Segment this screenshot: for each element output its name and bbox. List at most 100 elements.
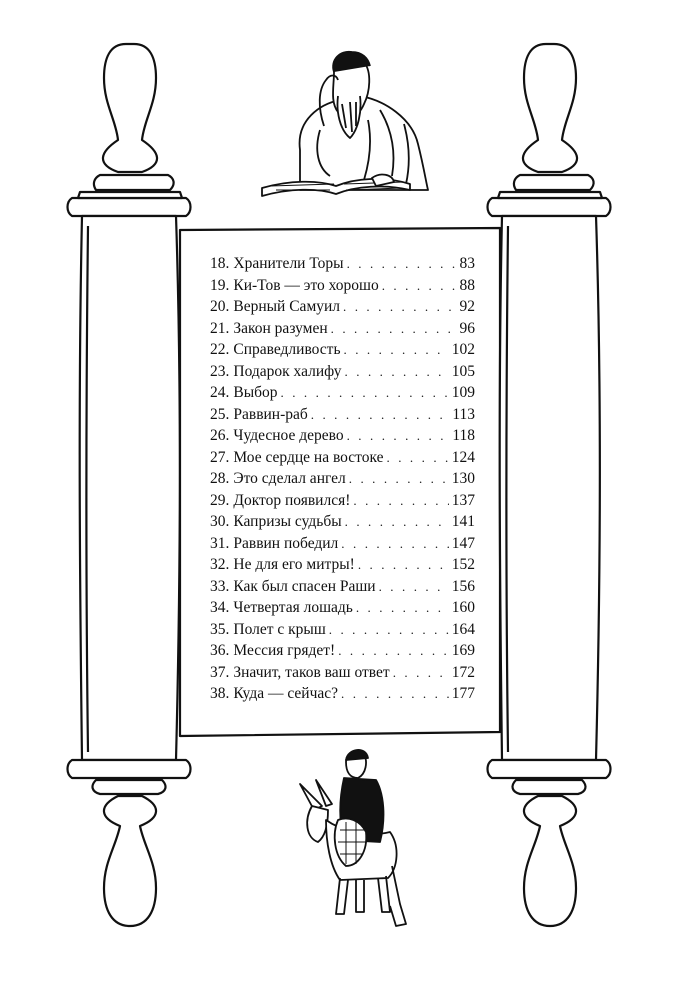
toc-entry-page: 96 (459, 319, 476, 337)
toc-entry-title: Не для его митры! (233, 556, 355, 573)
toc-entry: 36.Мессия грядет!169 (210, 642, 475, 664)
toc-entry-title: Чудесное дерево (233, 427, 344, 444)
toc-entry-page: 156 (451, 577, 475, 595)
toc-entry-number: 22. (210, 341, 230, 358)
toc-entry-page: 102 (451, 341, 475, 358)
toc-entry-page: 105 (451, 362, 475, 380)
toc-entry-title: Закон разумен (233, 319, 328, 337)
toc-entry: 19.Ки-Тов — это хорошо88 (210, 277, 475, 299)
toc-entry-page: 118 (452, 427, 475, 444)
toc-entry-page: 83 (459, 255, 476, 272)
toc-entry-number: 24. (210, 384, 230, 401)
toc-entry-title: Мессия грядет! (233, 642, 336, 659)
toc-entry: 37.Значит, таков ваш ответ 172 (210, 664, 475, 686)
toc-entry: 34.Четвертая лошадь 160 (210, 599, 475, 621)
toc-entry-number: 26. (210, 427, 230, 444)
toc-entry-page: 113 (452, 405, 475, 423)
rider-on-donkey-illustration (299, 749, 407, 927)
toc-entry-title: Раввин-раб (233, 405, 308, 423)
toc-dot-leader (347, 256, 457, 272)
toc-entry: 33.Как был спасен Раши 156 (210, 578, 475, 600)
toc-dot-leader (347, 428, 450, 444)
toc-entry-page: 172 (451, 663, 475, 681)
toc-dot-leader (343, 299, 456, 315)
toc-entry: 28.Это сделал ангел 130 (210, 470, 475, 492)
toc-entry: 27.Мое сердце на востоке124 (210, 449, 475, 471)
table-of-contents: 18.Хранители Торы8319.Ки-Тов — это хорош… (210, 255, 475, 707)
toc-entry-number: 18. (210, 255, 230, 272)
toc-dot-leader (281, 385, 449, 401)
toc-entry: 23.Подарок халифу 105 (210, 363, 475, 385)
toc-entry-title: Верный Самуил (233, 298, 341, 315)
toc-entry-number: 38. (210, 685, 230, 702)
toc-entry-title: Раввин победил (233, 534, 339, 552)
toc-entry: 21.Закон разумен 96 (210, 320, 475, 342)
toc-entry: 35.Полет с крыш 164 (210, 621, 475, 643)
toc-entry-page: 109 (451, 384, 475, 401)
toc-entry-title: Подарок халифу (233, 362, 342, 380)
toc-entry: 38.Куда — сейчас? 177 (210, 685, 475, 707)
toc-entry-page: 177 (451, 685, 475, 702)
toc-dot-leader (331, 321, 457, 337)
toc-entry-page: 160 (451, 599, 475, 616)
toc-entry-number: 37. (210, 663, 230, 681)
toc-entry: 20.Верный Самуил 92 (210, 298, 475, 320)
toc-dot-leader (344, 342, 449, 358)
toc-entry-title: Четвертая лошадь (233, 599, 353, 616)
toc-dot-leader (387, 450, 449, 466)
toc-dot-leader (356, 600, 449, 616)
toc-entry: 18.Хранители Торы83 (210, 255, 475, 277)
toc-entry-title: Значит, таков ваш ответ (233, 663, 390, 681)
toc-entry-number: 36. (210, 642, 230, 659)
toc-dot-leader (311, 407, 450, 423)
toc-entry: 26.Чудесное дерево 118 (210, 427, 475, 449)
toc-entry-number: 31. (210, 534, 230, 552)
toc-dot-leader (345, 364, 449, 380)
toc-entry-number: 23. (210, 362, 230, 380)
toc-entry-number: 35. (210, 620, 230, 638)
toc-entry-number: 27. (210, 448, 230, 466)
toc-entry-page: 152 (451, 556, 475, 573)
toc-entry-title: Капризы судьбы (233, 513, 342, 530)
toc-entry-title: Ки-Тов — это хорошо (233, 276, 379, 294)
toc-entry-page: 88 (459, 276, 476, 294)
toc-entry-title: Справедливость (233, 341, 341, 358)
toc-entry-page: 137 (451, 491, 475, 509)
toc-entry-title: Полет с крыш (233, 620, 326, 638)
toc-entry: 31.Раввин победил 147 (210, 535, 475, 557)
toc-entry-page: 92 (459, 298, 476, 315)
toc-entry-number: 28. (210, 470, 230, 487)
toc-entry-number: 29. (210, 491, 230, 509)
toc-dot-leader (393, 665, 449, 681)
toc-entry: 32.Не для его митры! 152 (210, 556, 475, 578)
toc-entry-number: 20. (210, 298, 230, 315)
toc-dot-leader (338, 643, 449, 659)
toc-entry-page: 130 (451, 470, 475, 487)
toc-entry-title: Выбор (233, 384, 278, 401)
toc-entry-page: 164 (451, 620, 475, 638)
toc-entry-page: 141 (451, 513, 475, 530)
toc-entry-number: 33. (210, 577, 230, 595)
toc-dot-leader (382, 278, 457, 294)
toc-entry-number: 30. (210, 513, 230, 530)
toc-dot-leader (379, 579, 449, 595)
toc-dot-leader (341, 686, 449, 702)
toc-dot-leader (341, 536, 448, 552)
toc-entry-number: 25. (210, 405, 230, 423)
toc-dot-leader (358, 557, 449, 573)
toc-entry-number: 21. (210, 319, 230, 337)
toc-entry-number: 32. (210, 556, 230, 573)
toc-dot-leader (353, 493, 448, 509)
toc-entry: 30.Капризы судьбы 141 (210, 513, 475, 535)
toc-entry-title: Это сделал ангел (233, 470, 346, 487)
toc-entry-title: Куда — сейчас? (233, 685, 339, 702)
toc-dot-leader (349, 471, 449, 487)
toc-entry-number: 34. (210, 599, 230, 616)
toc-entry-title: Доктор появился! (233, 491, 351, 509)
toc-entry: 29.Доктор появился! 137 (210, 492, 475, 514)
toc-entry: 24.Выбор 109 (210, 384, 475, 406)
toc-dot-leader (329, 622, 449, 638)
toc-entry-page: 124 (451, 448, 475, 466)
toc-entry-page: 147 (451, 534, 475, 552)
toc-entry-title: Как был спасен Раши (233, 577, 376, 595)
